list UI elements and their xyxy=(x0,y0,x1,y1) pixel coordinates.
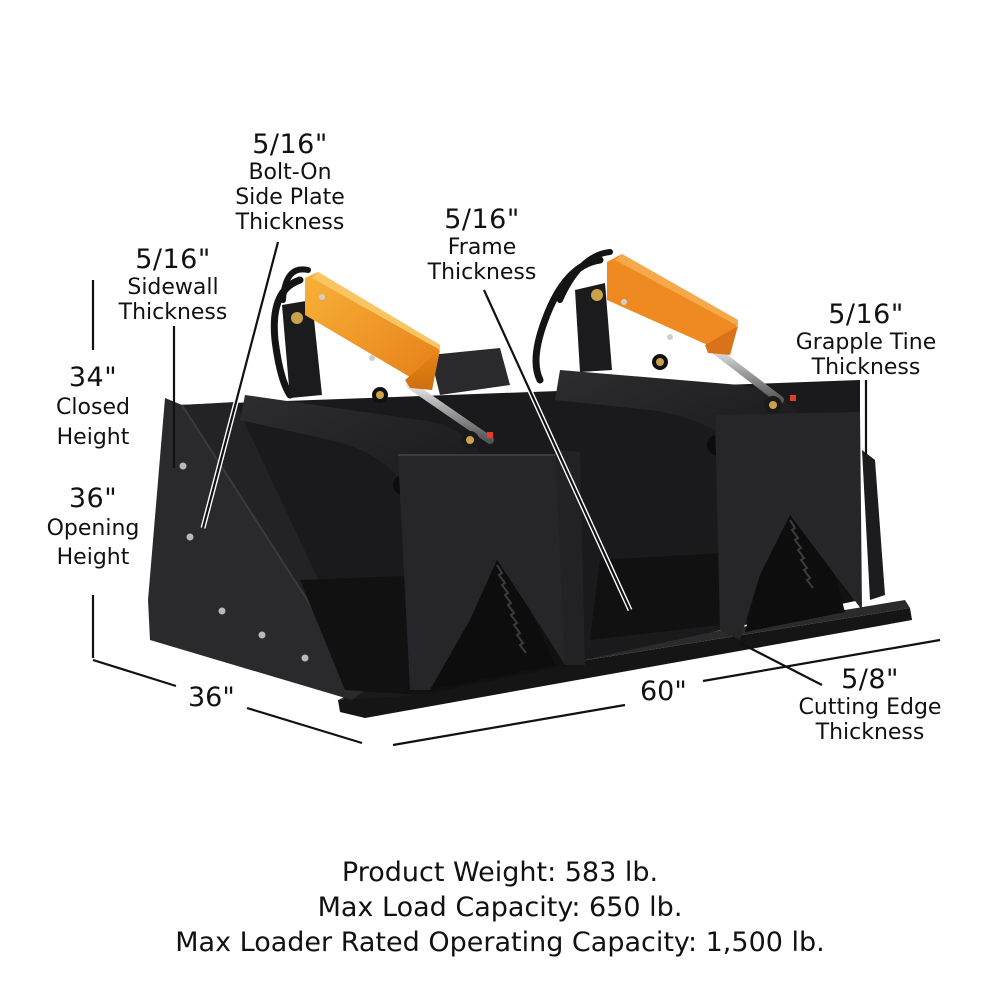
grapple-tine-plate xyxy=(862,450,885,600)
callout-desc: Height xyxy=(56,425,130,450)
callout-desc: Bolt-On xyxy=(248,160,332,185)
callout-desc: Grapple Tine xyxy=(795,330,937,355)
callout-desc: Opening xyxy=(46,516,140,541)
callout-value: 5/16" xyxy=(135,244,211,275)
callout-value: 36" xyxy=(68,483,118,514)
callout-frame: 5/16" Frame Thickness xyxy=(412,204,552,286)
callout-value: 5/8" xyxy=(841,664,899,695)
left-cylinder-assembly xyxy=(282,272,494,449)
spec-product-weight: Product Weight: 583 lb. xyxy=(341,857,659,888)
spec-max-load-capacity: Max Load Capacity: 650 lb. xyxy=(317,892,683,923)
callout-value: 5/16" xyxy=(252,129,328,160)
callout-cutting-edge: 5/8" Cutting Edge Thickness xyxy=(790,664,950,746)
callout-grapple-tine: 5/16" Grapple Tine Thickness xyxy=(786,299,946,381)
callout-desc: Height xyxy=(56,545,130,570)
callout-desc: Frame xyxy=(447,235,517,260)
spec-max-loader-roc: Max Loader Rated Operating Capacity: 1,5… xyxy=(175,927,825,958)
callout-desc: Side Plate xyxy=(235,185,345,210)
callout-closed-height: 34" Closed Height xyxy=(38,363,148,453)
callout-desc: Thickness xyxy=(811,355,921,380)
callout-value: 5/16" xyxy=(444,204,520,235)
callout-desc: Thickness xyxy=(235,210,345,235)
leader-lines xyxy=(91,241,941,747)
callout-desc: Sidewall xyxy=(127,275,219,300)
callout-desc: Thickness xyxy=(815,720,925,745)
dimension-width: 60" xyxy=(640,676,687,707)
callout-value: 5/16" xyxy=(828,299,904,330)
callout-desc: Cutting Edge xyxy=(798,695,942,720)
callout-sidewall: 5/16" Sidewall Thickness xyxy=(108,244,238,326)
mount-plate xyxy=(430,348,510,395)
left-grapple-arm xyxy=(240,395,565,690)
dimension-depth: 36" xyxy=(188,682,235,713)
callout-desc: Closed xyxy=(56,395,130,420)
callout-bolt-on-side-plate: 5/16" Bolt-On Side Plate Thickness xyxy=(220,129,360,236)
callout-value: 34" xyxy=(68,362,118,393)
callout-desc: Thickness xyxy=(118,300,228,325)
product-specs: Product Weight: 583 lb. Max Load Capacit… xyxy=(0,855,1000,960)
callout-desc: Thickness xyxy=(427,260,537,285)
hydraulic-hoses xyxy=(270,249,613,399)
callout-opening-height: 36" Opening Height xyxy=(34,484,152,572)
right-grapple-arm xyxy=(555,370,885,640)
right-cylinder-assembly xyxy=(575,254,796,414)
